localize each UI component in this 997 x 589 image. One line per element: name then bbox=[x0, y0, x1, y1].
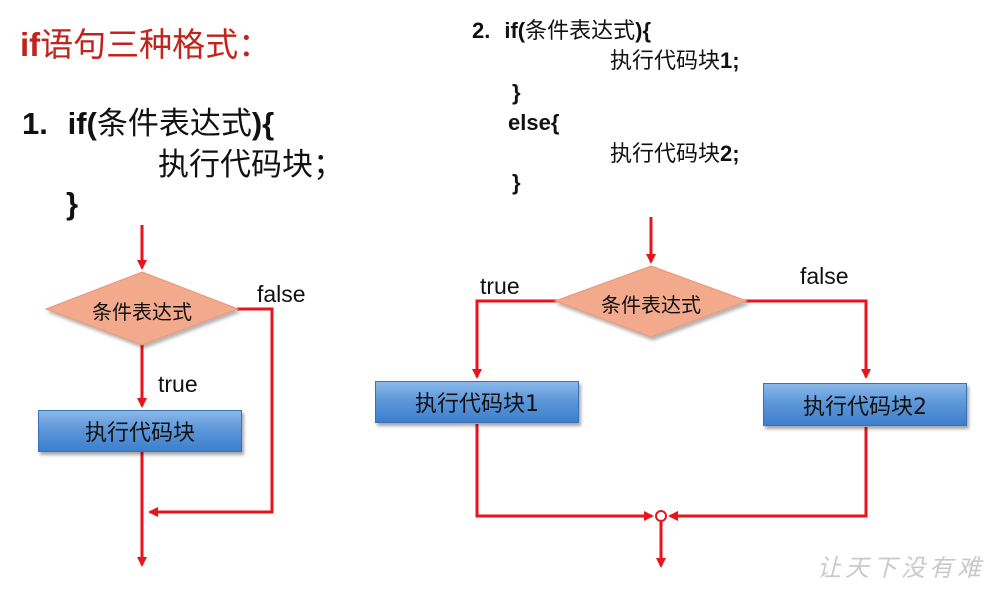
flow1-true-label: true bbox=[158, 371, 198, 397]
flow2-code-block1: 执行代码块1 bbox=[375, 381, 579, 423]
format1-num: 1. bbox=[22, 106, 48, 141]
format1-condition: 条件表达式 bbox=[96, 106, 252, 142]
flow1-condition-diamond bbox=[44, 271, 240, 346]
flow1-false-label: false bbox=[257, 281, 306, 307]
format1-line3: } bbox=[66, 188, 78, 220]
format2-block2-text: 执行代码块 bbox=[610, 142, 721, 167]
page-title: if语句三种格式： bbox=[20, 18, 271, 66]
title-keyword: if bbox=[20, 26, 41, 63]
format1-line1: 1. if(条件表达式){ bbox=[22, 108, 274, 140]
format1-brace-close: } bbox=[66, 186, 79, 221]
flow2-condition-label: 条件表达式 bbox=[601, 293, 701, 317]
format2-line6: } bbox=[512, 172, 521, 195]
format2-num: 2. bbox=[472, 18, 491, 43]
format2-else: else{ bbox=[508, 110, 560, 135]
format2-block2-num: 2; bbox=[720, 141, 740, 166]
format2-line5: 执行代码块2; bbox=[610, 143, 740, 166]
format2-line4: else{ bbox=[508, 112, 559, 135]
format2-line1: 2. if(条件表达式){ bbox=[472, 20, 651, 43]
flow2-arrows bbox=[472, 217, 871, 568]
flow2-condition-diamond bbox=[553, 265, 749, 338]
flow2-true-label: true bbox=[480, 273, 520, 299]
flow2-false-arrow bbox=[745, 299, 871, 379]
format2-block1-num: 1; bbox=[720, 48, 740, 73]
format1-if: if( bbox=[67, 106, 97, 141]
format2-line2: 执行代码块1; bbox=[610, 50, 740, 73]
format2-block1-text: 执行代码块 bbox=[610, 49, 721, 74]
format2-if: if( bbox=[504, 18, 526, 43]
format2-line3: } bbox=[512, 82, 521, 105]
flow1-condition-label: 条件表达式 bbox=[92, 300, 192, 324]
format2-condition: 条件表达式 bbox=[525, 19, 636, 44]
format1-line2: 执行代码块； bbox=[158, 147, 344, 183]
flow2-merge-node bbox=[655, 510, 667, 522]
flow1-code-block: 执行代码块 bbox=[38, 410, 242, 452]
flow2-code-block2: 执行代码块2 bbox=[763, 383, 967, 426]
flow1-arrows bbox=[137, 225, 274, 567]
format1-brace-open: ){ bbox=[251, 106, 275, 141]
flow2-merge-right bbox=[668, 427, 868, 521]
watermark: 让天下没有难 bbox=[817, 554, 985, 582]
flow2-merge-left bbox=[475, 424, 654, 521]
flow1-false-arrow bbox=[148, 307, 274, 517]
title-text: 语句三种格式： bbox=[40, 25, 272, 64]
flow2-false-label: false bbox=[800, 263, 849, 289]
format2-brace-open: ){ bbox=[635, 18, 652, 43]
flow2-true-arrow bbox=[472, 299, 558, 379]
format2-brace-close1: } bbox=[512, 80, 521, 105]
format2-brace-close2: } bbox=[512, 170, 521, 195]
